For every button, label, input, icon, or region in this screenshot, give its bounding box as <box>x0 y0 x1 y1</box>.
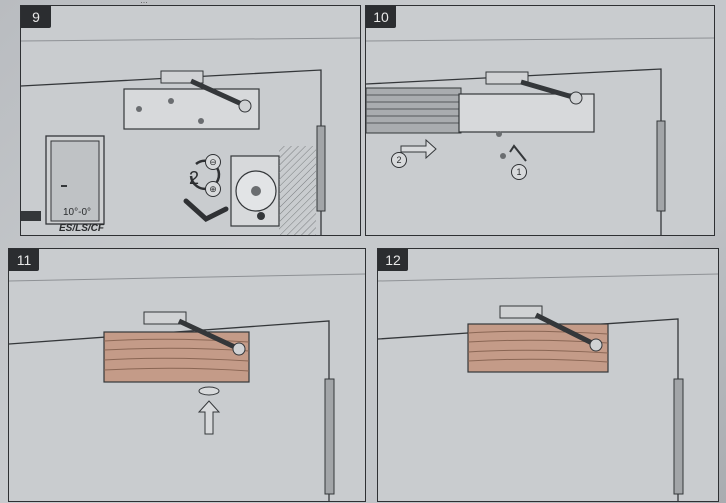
step-9-illustration <box>21 37 360 235</box>
panel-step-12: 12 <box>377 248 719 502</box>
callout-2: 2 <box>391 152 407 168</box>
panel-step-9: 9 <box>20 5 361 236</box>
header-fragment: … <box>140 0 148 5</box>
step-number-badge: 10 <box>366 6 396 28</box>
panel-step-10: 10 2 1 <box>365 5 715 236</box>
plus-icon: ⊕ <box>205 181 221 197</box>
door-angle-label: 10°-0° <box>63 207 92 218</box>
step-12-illustration <box>378 273 718 501</box>
step-number-badge: 9 <box>21 6 51 28</box>
step-number-badge: 11 <box>9 249 39 271</box>
callout-1: 1 <box>511 164 527 180</box>
rotation-count: 2 <box>189 168 200 188</box>
door-models-label: ES/LS/CF <box>59 223 105 234</box>
step-10-illustration <box>366 37 714 235</box>
panel-step-11: 11 <box>8 248 366 502</box>
minus-icon: ⊖ <box>205 154 221 170</box>
step-number-badge: 12 <box>378 249 408 271</box>
step-11-illustration <box>9 273 365 501</box>
